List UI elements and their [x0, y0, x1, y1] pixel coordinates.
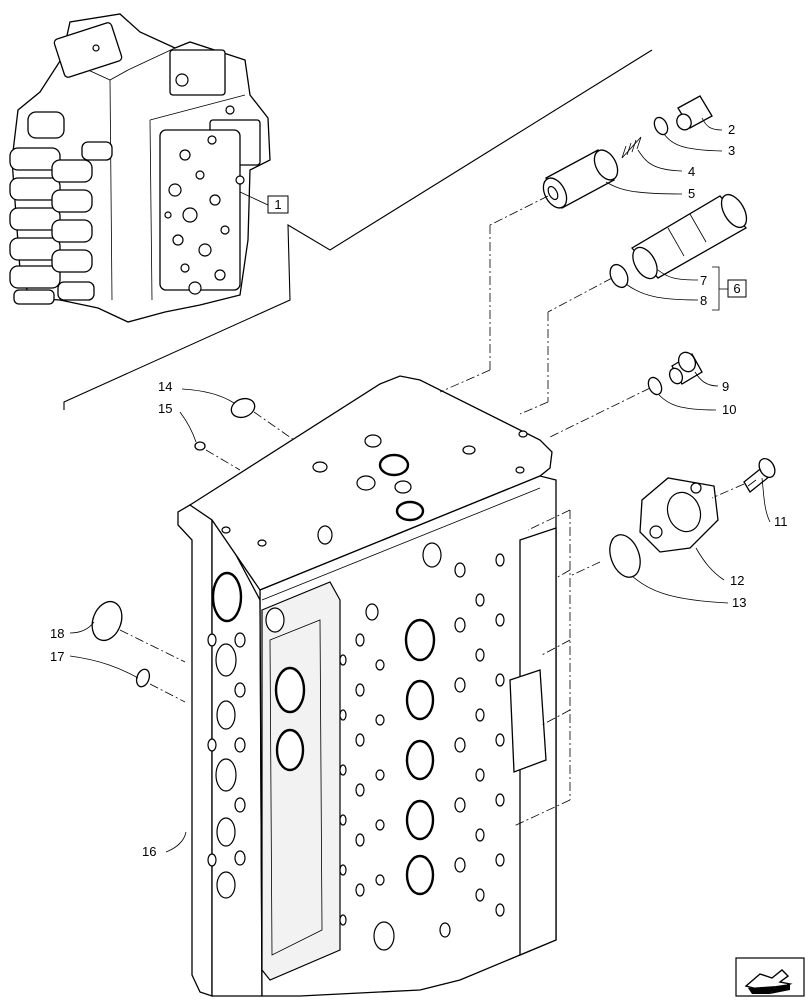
detail-frame-lines — [63, 49, 653, 410]
callout-label-10: 10 — [722, 402, 736, 417]
spring-part-4 — [621, 136, 642, 159]
callout-14: 14 — [158, 379, 235, 404]
callout-3: 3 — [663, 133, 735, 158]
callout-label-6: 6 — [733, 281, 740, 296]
callout-13: 13 — [631, 575, 746, 610]
callout-10: 10 — [658, 394, 736, 417]
o-ring-part-17 — [135, 668, 151, 688]
callout-16: 16 — [142, 831, 187, 859]
callout-label-9: 9 — [722, 379, 729, 394]
plug-part-2 — [676, 95, 713, 131]
callout-11: 11 — [761, 477, 788, 529]
o-ring-part-10 — [647, 376, 663, 396]
plug-part-9 — [668, 351, 703, 385]
callout-label-15: 15 — [158, 401, 172, 416]
callout-label-8: 8 — [700, 293, 707, 308]
callout-label-13: 13 — [732, 595, 746, 610]
callout-6: 6 — [712, 266, 747, 311]
callout-17: 17 — [50, 649, 139, 679]
callout-label-14: 14 — [158, 379, 172, 394]
callout-label-5: 5 — [688, 186, 695, 201]
callout-label-2: 2 — [728, 122, 735, 137]
callout-label-16: 16 — [142, 844, 156, 859]
o-ring-part-13 — [609, 534, 641, 578]
o-ring-part-3 — [653, 116, 669, 136]
callout-18: 18 — [50, 621, 95, 641]
callout-5: 5 — [605, 181, 695, 201]
callout-label-7: 7 — [700, 273, 707, 288]
callout-12: 12 — [695, 547, 744, 588]
overview-port-holes — [92, 44, 245, 295]
overview-spool-stack — [9, 111, 113, 305]
valve-assembly-overview — [9, 13, 271, 323]
callout-8: 8 — [625, 283, 707, 308]
callout-label-11: 11 — [774, 514, 788, 529]
callout-1-box — [267, 195, 289, 214]
callout-label-12: 12 — [730, 573, 744, 588]
assembly-centerlines — [119, 195, 745, 827]
callout-label-17: 17 — [50, 649, 64, 664]
callout-1: 1 — [239, 191, 289, 214]
o-ring-part-18 — [91, 600, 123, 642]
callout-label-4: 4 — [688, 164, 695, 179]
callout-4: 4 — [637, 149, 695, 179]
callout-6-box — [727, 279, 747, 298]
valve-housing-part-16 — [177, 375, 557, 997]
callout-label-1: 1 — [274, 197, 281, 212]
o-ring-part-8 — [609, 263, 629, 289]
callout-2: 2 — [701, 117, 735, 137]
callout-7: 7 — [657, 269, 707, 288]
bolt-part-11 — [743, 458, 776, 493]
valve-spool-part-7 — [630, 193, 748, 280]
piston-part-5 — [542, 149, 619, 209]
callout-label-18: 18 — [50, 626, 64, 641]
callout-15: 15 — [158, 401, 197, 443]
o-ring-part-14 — [230, 397, 256, 419]
callout-9: 9 — [694, 371, 729, 394]
o-ring-part-15 — [194, 441, 206, 451]
flange-part-12 — [639, 477, 719, 553]
callout-label-3: 3 — [728, 143, 735, 158]
arrow-next-icon[interactable] — [735, 957, 805, 997]
